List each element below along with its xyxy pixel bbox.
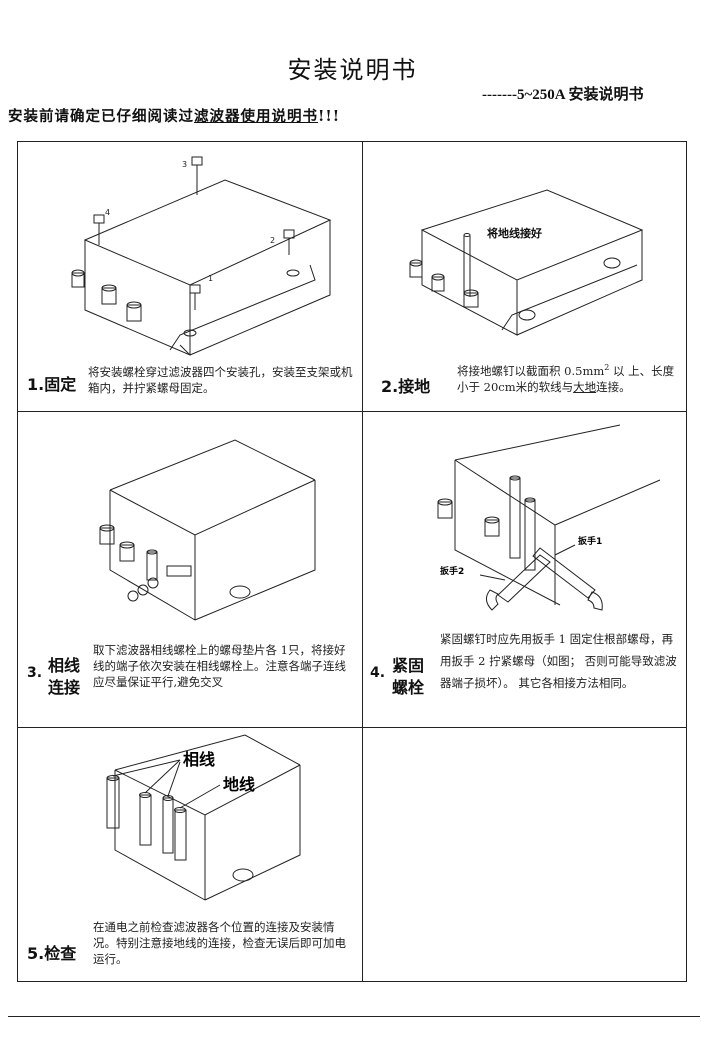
step1-illustration: 3 4 2 1 [71,156,332,356]
step2-desc-part2: 以 上、长度小于 20cm米的软线与 [457,363,675,394]
step1-description: 将安装螺栓穿过滤波器四个安装孔，安装至支架或机箱内，并拧紧螺母固定。 [88,365,353,395]
footer-rule [8,1016,700,1017]
callout-1: 1 [208,274,213,283]
step2-desc-part3: 连接。 [596,379,631,394]
step2-illustration: 将地线接好 [409,189,644,336]
instruction-grid [17,141,687,982]
step4-label-line1: 紧固 [392,656,425,675]
step4-label-line2: 螺栓 [392,678,425,697]
step4-description: 紧固螺钉时应先用扳手 1 固定住根部螺母，再用扳手 2 拧紧螺母（如图； 否则可… [440,632,677,690]
page-subtitle: -------5~250A 安装说明书 [482,87,644,103]
step3-label-line2: 连接 [48,678,81,697]
grid-divider-row2 [17,727,687,728]
step4-illustration: 扳手1 扳手2 [437,424,661,611]
callout-2: 2 [270,236,275,245]
phase-callout: 相线 [183,750,215,769]
step3-label: 相线连接 [48,655,80,699]
step5-label: 5.检查 [27,944,77,963]
step3-number: 3. [27,665,43,681]
step2-desc-earth: 大地 [573,379,597,394]
step3-description: 取下滤波器相线螺栓上的螺母垫片各 1只，将接好线的端子依次安装在相线螺栓上。注意… [93,643,346,689]
step4-number: 4. [370,665,386,681]
ground-wire-callout: 地线 [223,775,255,794]
step2-description: 将接地螺钉以截面积 0.5mm2 以 上、长度小于 20cm米的软线与大地连接。 [457,360,682,395]
step5-description: 在通电之前检查滤波器各个位置的连接及安装情况。特别注意接地线的连接，检查无误后即… [93,920,346,966]
step1-label: 1.固定 [27,375,77,394]
step4-label: 紧固螺栓 [392,655,424,699]
step3-illustration [99,439,316,621]
step2-desc-part1: 将接地螺钉以截面积 0.5mm [457,363,605,378]
grid-divider-vertical [362,141,363,982]
step2-label: 2.接地 [381,377,431,396]
warning-manual-link: 滤波器使用说明书 [194,108,318,125]
callout-3: 3 [182,160,187,169]
step5-illustration: 相线 地线 [106,734,301,901]
callout-4: 4 [105,208,110,217]
step2-desc-superscript: 2 [604,363,610,372]
grid-divider-row1 [17,411,687,412]
warning-suffix: !!! [318,108,341,125]
wrench1-callout: 扳手1 [578,535,602,547]
warning-prefix: 安装前请确定已仔细阅读过 [8,108,194,125]
page-title: 安装说明书 [287,56,418,84]
ground-callout: 将地线接好 [487,226,542,240]
warning-text: 安装前请确定已仔细阅读过滤波器使用说明书!!! [8,105,340,126]
wrench2-callout: 扳手2 [440,565,464,577]
step3-label-line1: 相线 [48,656,81,675]
